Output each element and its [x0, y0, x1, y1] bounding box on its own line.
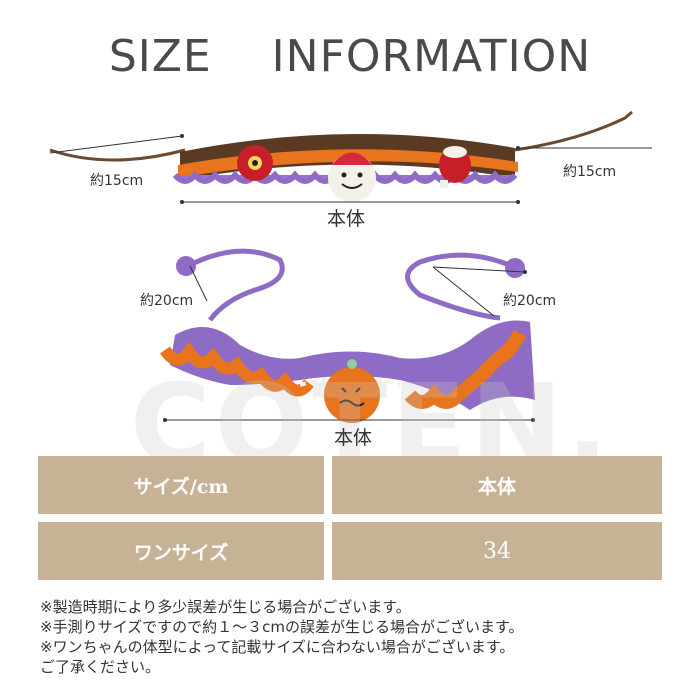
product-diagrams: [49, 110, 652, 423]
collar-two-left-length: 約20cm: [140, 293, 194, 309]
collar-one-illustration: [49, 110, 633, 202]
table-row-label: ワンサイズ: [38, 522, 324, 580]
note-line: ※製造時期により多少誤差が生じる場合がございます。: [40, 598, 411, 616]
table-header-body: 本体: [332, 456, 662, 514]
collar-two-illustration: [160, 248, 535, 423]
measure-line-left-2: [189, 265, 208, 302]
note-line: ※手測りサイズですので約１～３cmの誤差が生じる場合がございます。: [40, 618, 524, 636]
measure-line-left-1: [49, 135, 183, 154]
collar-two-body-label: 本体: [334, 427, 373, 449]
page-title: SIZE INFORMATION: [108, 31, 592, 82]
collar-two-right-length: 約20cm: [503, 293, 557, 309]
notes: ※製造時期により多少誤差が生じる場合がございます。 ※手測りサイズですので約１～…: [40, 597, 680, 677]
collar-one-body-label: 本体: [327, 208, 366, 230]
note-line: ※ワンちゃんの体型によって記載サイズに合わない場合がございます。: [40, 638, 515, 656]
collar-one-left-length: 約15cm: [90, 173, 144, 189]
measure-line-right-2: [432, 266, 526, 273]
table-row-value: 34: [332, 522, 662, 580]
table-header-size: サイズ/cm: [38, 456, 324, 514]
collar-one-right-length: 約15cm: [563, 164, 617, 180]
note-line: ご了承ください。: [40, 658, 161, 676]
